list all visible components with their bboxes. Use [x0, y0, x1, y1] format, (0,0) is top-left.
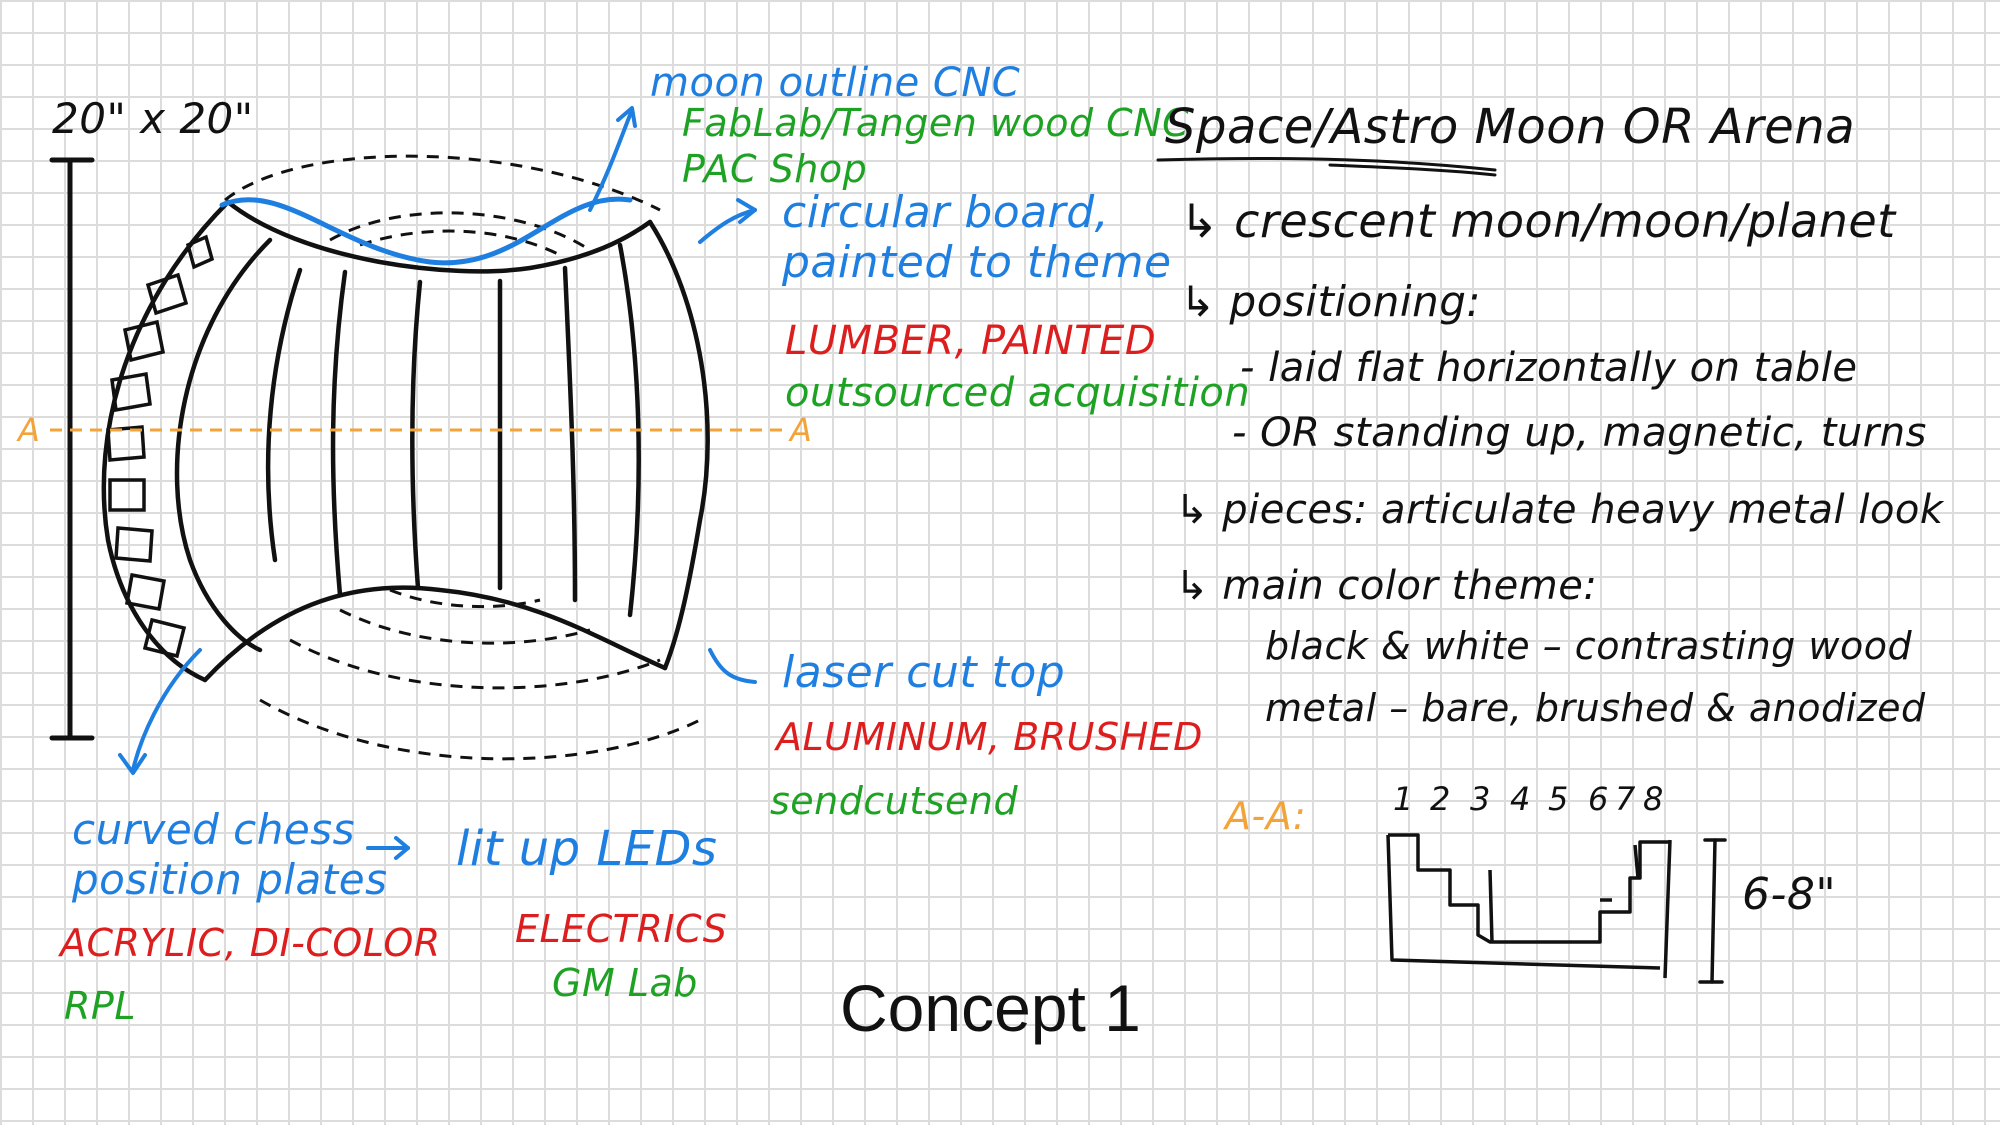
notes-line-3: - laid flat horizontally on table: [1240, 345, 1858, 391]
dashed-arcs: [224, 154, 701, 761]
level-number: 1: [1393, 780, 1414, 818]
rpl-label: RPL: [64, 984, 136, 1028]
notes-line-8: metal – bare, brushed & anodized: [1265, 686, 1926, 730]
chess-plates-label-2: position plates: [72, 855, 388, 904]
page-title: Concept 1: [840, 971, 1141, 1045]
chess-plates: [106, 234, 215, 659]
leds-label: lit up LEDs: [456, 821, 718, 877]
circular-board-label-1: circular board,: [782, 187, 1110, 238]
sendcutsend-label: sendcutsend: [770, 779, 1019, 823]
section-profile: [1386, 833, 1672, 979]
laser-cut-label: laser cut top: [782, 647, 1066, 698]
notes-line-2: ↳ positioning:: [1180, 277, 1481, 326]
gm-lab-label: GM Lab: [552, 961, 698, 1005]
lumber-material-label: LUMBER, PAINTED: [785, 318, 1157, 364]
level-number: 6: [1588, 780, 1609, 818]
chess-plates-label-1: curved chess: [72, 805, 355, 854]
circular-board-label-2: painted to theme: [782, 237, 1172, 288]
pointer-arrows: [118, 106, 757, 860]
level-number: 7: [1615, 780, 1636, 818]
level-number: 4: [1510, 780, 1531, 818]
moon-outline-source-2: PAC Shop: [682, 147, 868, 191]
aluminum-material-label: ALUMINUM, BRUSHED: [776, 715, 1203, 759]
board-dimensions: 20" x 20": [52, 94, 254, 143]
level-number: 5: [1548, 780, 1569, 818]
moon-outline-source-1: FabLab/Tangen wood CNC: [682, 101, 1190, 145]
section-height-label: 6-8": [1742, 869, 1837, 920]
section-height-bar: [1698, 838, 1727, 984]
section-marker-left: A: [18, 411, 41, 449]
notes-line-1: ↳ crescent moon/moon/planet: [1180, 194, 1896, 248]
level-number: 2: [1430, 780, 1451, 818]
outsourced-label: outsourced acquisition: [785, 370, 1251, 416]
dimension-bar: [49, 157, 95, 741]
acrylic-material-label: ACRYLIC, DI-COLOR: [60, 921, 441, 965]
level-number: 3: [1470, 780, 1491, 818]
notes-heading: Space/Astro Moon OR Arena: [1165, 99, 1856, 155]
section-label: A-A:: [1225, 794, 1307, 838]
level-number: 8: [1643, 780, 1664, 818]
notes-line-6: ↳ main color theme:: [1175, 563, 1598, 609]
board-outline: [101, 199, 710, 683]
moon-outline-curve: [219, 196, 633, 266]
notes-line-7: black & white – contrasting wood: [1265, 624, 1913, 668]
electrics-label: ELECTRICS: [515, 907, 728, 951]
heading-underline: [1156, 156, 1497, 177]
notes-line-5: ↳ pieces: articulate heavy metal look: [1175, 487, 1944, 533]
moon-outline-label: moon outline CNC: [650, 60, 1021, 106]
notes-line-4: - OR standing up, magnetic, turns: [1232, 410, 1927, 456]
section-marker-right: A: [790, 411, 813, 449]
